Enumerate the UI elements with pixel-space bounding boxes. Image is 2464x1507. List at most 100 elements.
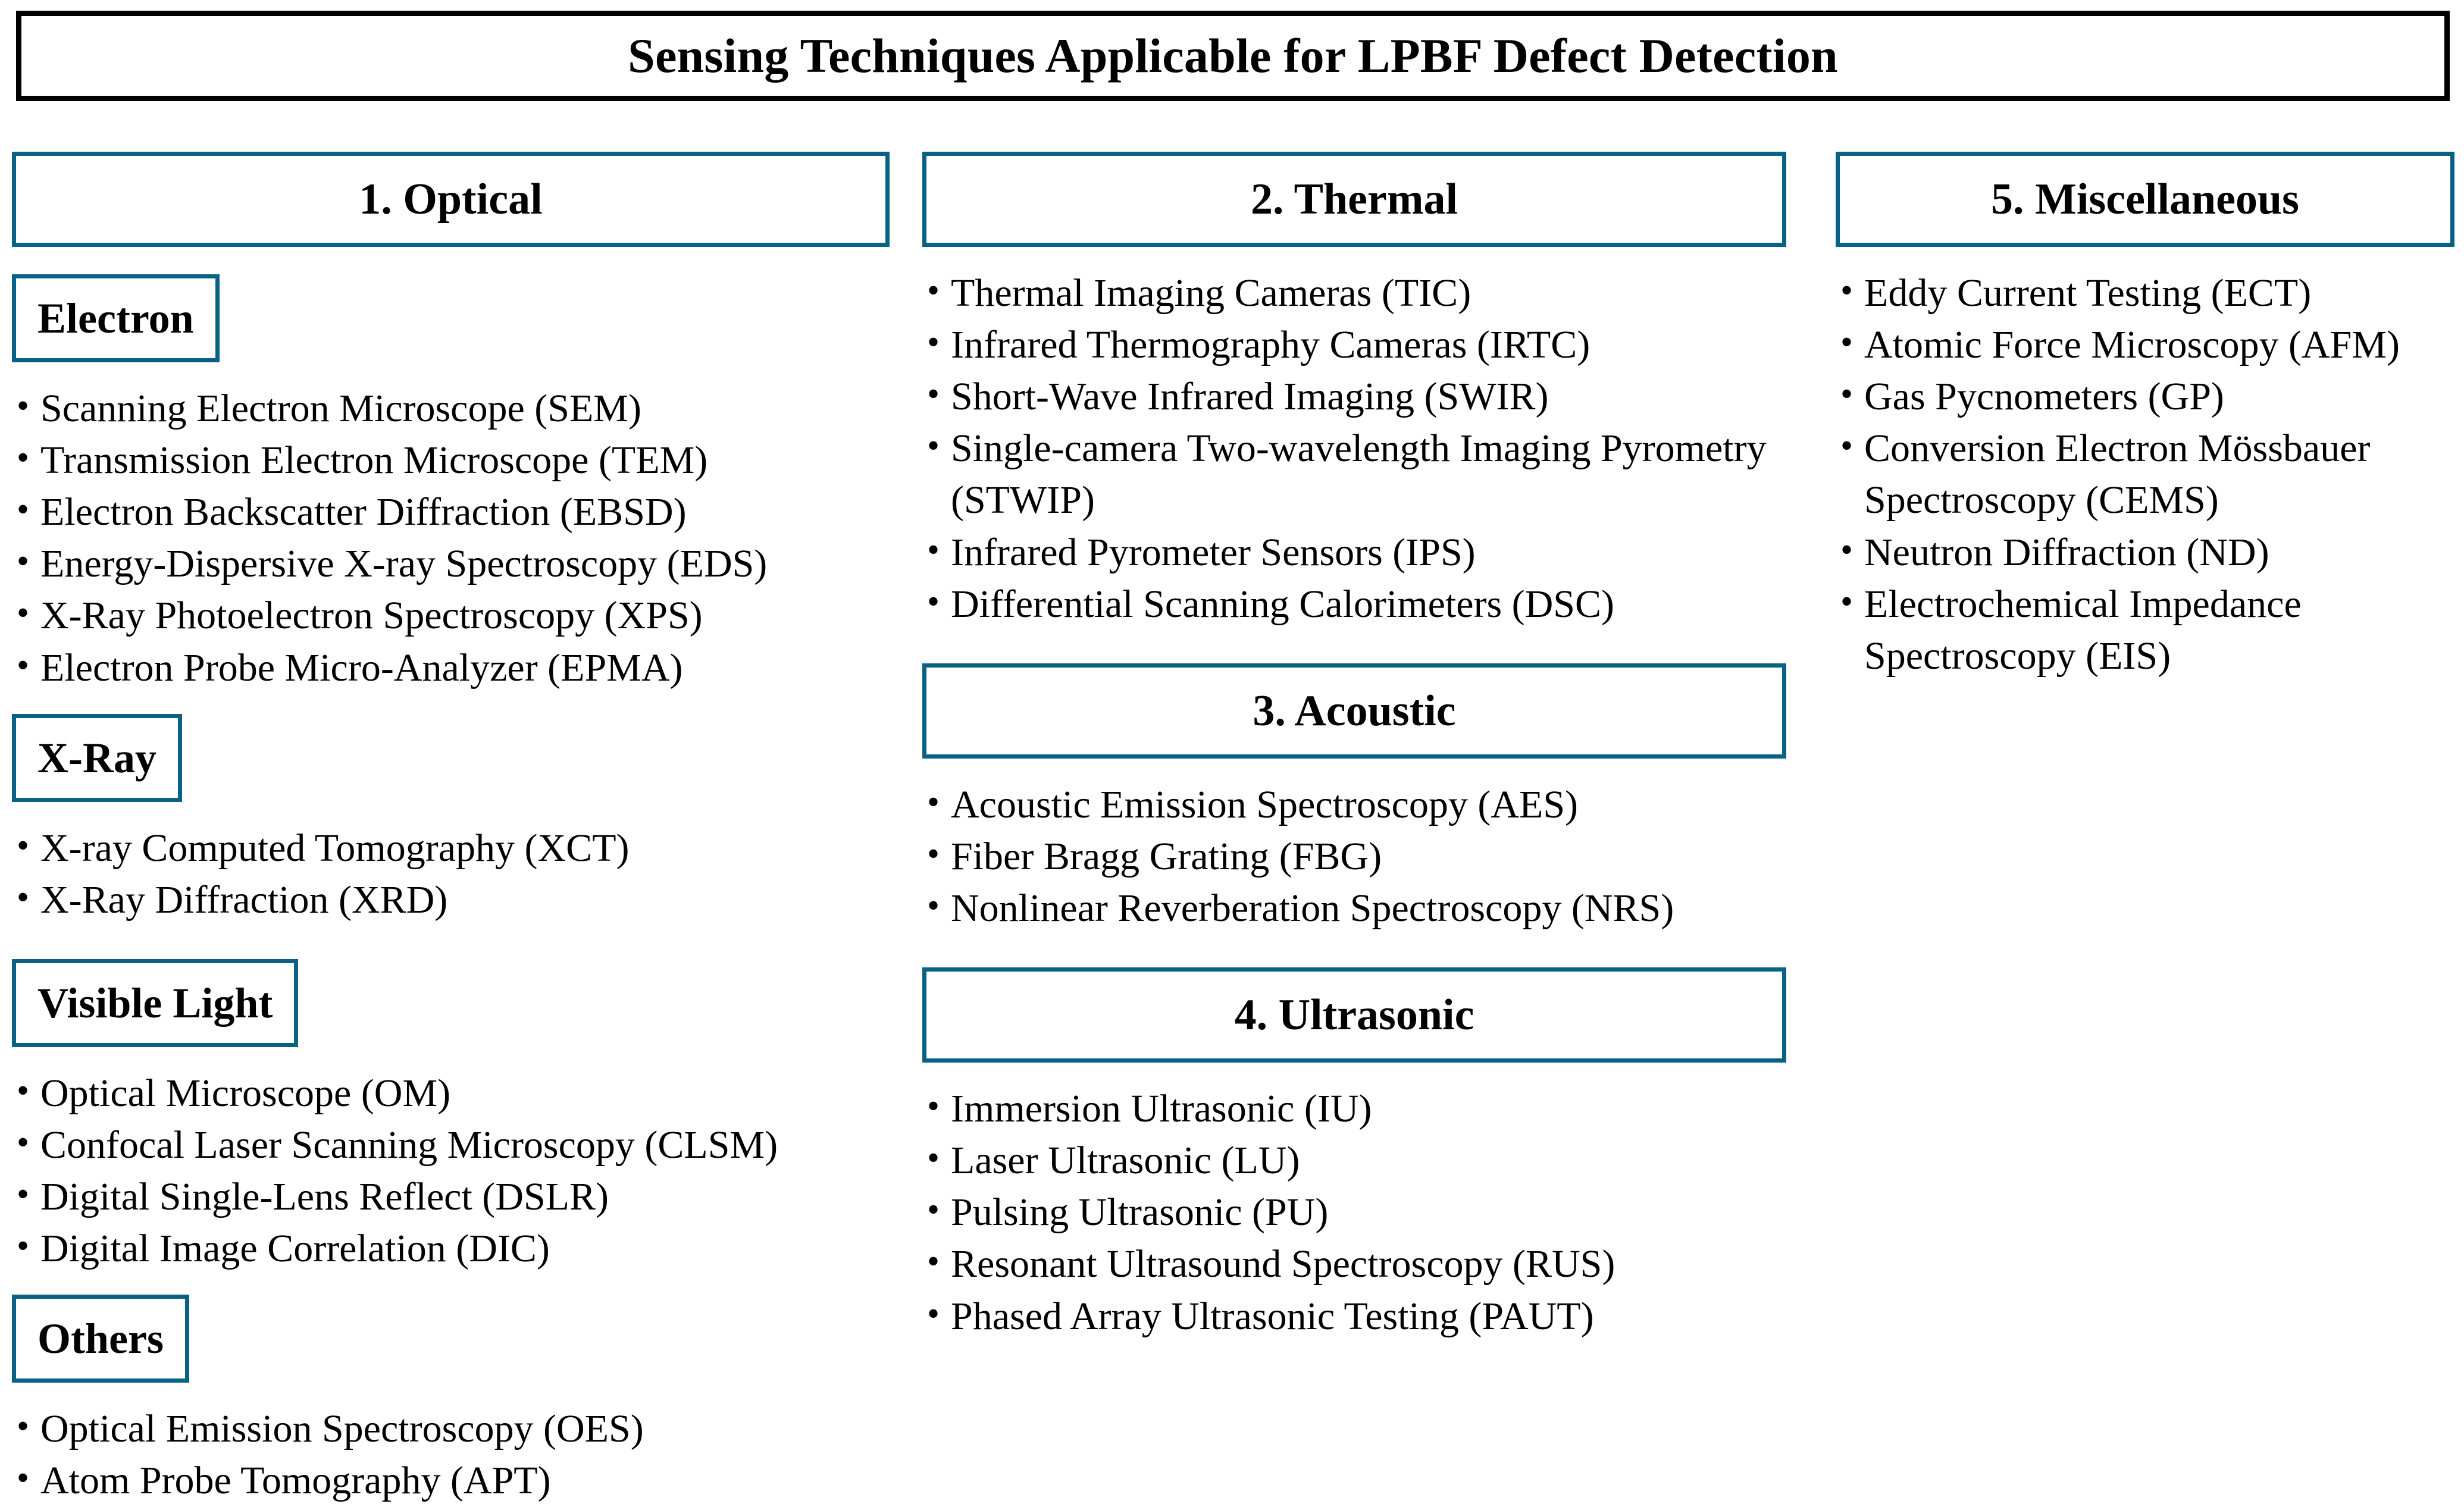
list-item[interactable]: •Energy-Dispersive X-ray Spectroscopy (E… <box>12 538 890 590</box>
bullet-icon: • <box>1840 581 1854 621</box>
list-item-label: Resonant Ultrasound Spectroscopy (RUS) <box>951 1242 1615 1286</box>
bullet-icon: • <box>1840 271 1854 310</box>
bullet-icon: • <box>1840 530 1854 569</box>
list-item-label: Phased Array Ultrasonic Testing (PAUT) <box>951 1294 1594 1338</box>
list-item[interactable]: •Electrochemical Impedance Spectroscopy … <box>1836 578 2454 682</box>
bullet-icon: • <box>17 825 30 865</box>
list-item[interactable]: •Fiber Bragg Grating (FBG) <box>922 831 1786 882</box>
category-header-optical[interactable]: 1. Optical <box>12 152 890 247</box>
list-item[interactable]: • Thermal Imaging Cameras (TIC) <box>922 267 1786 319</box>
category-title-miscellaneous: 5. Miscellaneous <box>1991 175 2299 224</box>
list-item-label: Immersion Ultrasonic (IU) <box>951 1087 1372 1131</box>
list-item-label: Energy-Dispersive X-ray Spectroscopy (ED… <box>40 542 768 586</box>
bullet-icon: • <box>1840 426 1854 466</box>
subgroup-xray: X-Ray <box>12 713 890 802</box>
list-item-label: Optical Microscope (OM) <box>40 1071 451 1115</box>
list-item[interactable]: • Short-Wave Infrared Imaging (SWIR) <box>922 371 1786 422</box>
bullet-icon: • <box>927 1293 940 1333</box>
list-item-label: Infrared Pyrometer Sensors (IPS) <box>951 530 1476 574</box>
list-item[interactable]: •Electron Probe Micro-Analyzer (EPMA) <box>12 642 890 694</box>
list-item[interactable]: •Laser Ultrasonic (LU) <box>922 1135 1786 1186</box>
tech-list-ultrasonic: • Immersion Ultrasonic (IU) •Laser Ultras… <box>922 1083 1786 1342</box>
list-item-label: Optical Emission Spectroscopy (OES) <box>40 1407 644 1451</box>
list-item-label: Differential Scanning Calorimeters (DSC) <box>951 582 1615 626</box>
list-item[interactable]: •Atomic Force Microscopy (AFM) <box>1836 319 2454 371</box>
list-item-label: Acoustic Emission Spectroscopy (AES) <box>951 782 1579 826</box>
tech-list-others: •Optical Emission Spectroscopy (OES) •At… <box>12 1403 890 1506</box>
bullet-icon: • <box>1840 322 1854 362</box>
list-item-label: Atom Probe Tomography (APT) <box>40 1459 551 1503</box>
list-item-label: X-ray Computed Tomography (XCT) <box>40 826 630 870</box>
list-item[interactable]: • Differential Scanning Calorimeters (DSC… <box>922 578 1786 630</box>
list-item[interactable]: • Acoustic Emission Spectroscopy (AES) <box>922 779 1786 831</box>
list-item[interactable]: •Pulsing Ultrasonic (PU) <box>922 1186 1786 1238</box>
subgroup-header-others[interactable]: Others <box>12 1295 189 1383</box>
bullet-icon: • <box>927 1138 940 1178</box>
list-item[interactable]: •Optical Microscope (OM) <box>12 1067 890 1119</box>
list-item-label: Eddy Current Testing (ECT) <box>1864 271 2312 315</box>
list-item-label: Confocal Laser Scanning Microscopy (CLSM… <box>40 1123 778 1167</box>
list-item-label: Electron Backscatter Diffraction (EBSD) <box>40 490 687 534</box>
list-item[interactable]: •Electron Backscatter Diffraction (EBSD) <box>12 486 890 538</box>
bullet-icon: • <box>927 1086 940 1126</box>
list-item-label: Transmission Electron Microscope (TEM) <box>40 438 708 483</box>
list-item-label: Atomic Force Microscopy (AFM) <box>1864 323 2400 367</box>
list-item-label: Short-Wave Infrared Imaging (SWIR) <box>951 375 1549 419</box>
list-item[interactable]: • Immersion Ultrasonic (IU) <box>922 1083 1786 1135</box>
list-item[interactable]: •Nonlinear Reverberation Spectroscopy (N… <box>922 882 1786 934</box>
list-item-label: Gas Pycnometers (GP) <box>1864 375 2224 419</box>
page-title: Sensing Techniques Applicable for LPBF D… <box>628 29 1838 83</box>
bullet-icon: • <box>17 1174 30 1214</box>
list-item[interactable]: •Digital Image Correlation (DIC) <box>12 1223 890 1274</box>
list-item[interactable]: •Infrared Thermography Cameras (IRTC) <box>922 319 1786 371</box>
tech-list-thermal: •Thermal Imaging Cameras (TIC) •Infrared… <box>922 267 1786 630</box>
list-item[interactable]: •Transmission Electron Microscope (TEM) <box>12 434 890 486</box>
column-optical: 1. Optical Electron •Scanning Electron M… <box>12 152 890 1507</box>
list-item-label: Digital Single-Lens Reflect (DSLR) <box>40 1175 609 1219</box>
subgroup-header-xray[interactable]: X-Ray <box>12 713 182 802</box>
list-item[interactable]: • Eddy Current Testing (ECT) <box>1836 267 2454 319</box>
category-header-miscellaneous[interactable]: 5. Miscellaneous <box>1836 152 2454 247</box>
bullet-icon: • <box>927 530 940 569</box>
subgroup-header-electron[interactable]: Electron <box>12 274 220 362</box>
subgroup-header-visible-light[interactable]: Visible Light <box>12 958 299 1047</box>
bullet-icon: • <box>17 386 30 425</box>
bullet-icon: • <box>1840 374 1854 414</box>
list-item-label: Pulsing Ultrasonic (PU) <box>951 1190 1329 1235</box>
list-item[interactable]: •Optical Emission Spectroscopy (OES) <box>12 1403 890 1455</box>
list-item[interactable]: •X-ray Computed Tomography (XCT) <box>12 822 890 874</box>
bullet-icon: • <box>17 593 30 633</box>
list-item-label: Nonlinear Reverberation Spectroscopy (NR… <box>951 886 1674 930</box>
list-item[interactable]: •Gas Pycnometers (GP) <box>1836 371 2454 422</box>
bullet-icon: • <box>927 782 940 822</box>
list-item[interactable]: •Resonant Ultrasound Spectroscopy (RUS) <box>922 1238 1786 1290</box>
list-item-label: Single-camera Two-wavelength Imaging Pyr… <box>951 427 1767 522</box>
list-item[interactable]: •Digital Single-Lens Reflect (DSLR) <box>12 1171 890 1223</box>
list-item[interactable]: • Phased Array Ultrasonic Testing (PAUT) <box>922 1290 1786 1342</box>
bullet-icon: • <box>17 1406 30 1446</box>
list-item[interactable]: • Infrared Pyrometer Sensors (IPS) <box>922 527 1786 578</box>
tech-list-visible-light: •Optical Microscope (OM) •Confocal Laser… <box>12 1067 890 1274</box>
bullet-icon: • <box>927 271 940 310</box>
list-item[interactable]: •Neutron Diffraction (ND) <box>1836 527 2454 578</box>
list-item[interactable]: • Single-camera Two-wavelength Imaging Py… <box>922 422 1786 526</box>
list-item[interactable]: •Conversion Electron Mössbauer Spectrosc… <box>1836 422 2454 526</box>
list-item[interactable]: •Atom Probe Tomography (APT) <box>12 1455 890 1506</box>
column-miscellaneous: 5. Miscellaneous •Eddy Current Testing (… <box>1836 152 2454 682</box>
category-title-acoustic: 3. Acoustic <box>1253 686 1456 735</box>
category-header-ultrasonic[interactable]: 4. Ultrasonic <box>922 967 1786 1063</box>
list-item[interactable]: •Confocal Laser Scanning Microscopy (CLS… <box>12 1119 890 1171</box>
list-item[interactable]: •Scanning Electron Microscope (SEM) <box>12 383 890 434</box>
list-item-label: Conversion Electron Mössbauer Spectrosco… <box>1864 427 2371 522</box>
list-item[interactable]: •X-Ray Diffraction (XRD) <box>12 874 890 926</box>
subgroup-electron: Electron <box>12 274 890 362</box>
category-header-thermal[interactable]: 2. Thermal <box>922 152 1786 247</box>
list-item-label: Thermal Imaging Cameras (TIC) <box>951 271 1471 315</box>
list-item[interactable]: •X-Ray Photoelectron Spectroscopy (XPS) <box>12 590 890 641</box>
bullet-icon: • <box>17 541 30 581</box>
bullet-icon: • <box>927 581 940 621</box>
category-header-acoustic[interactable]: 3. Acoustic <box>922 663 1786 759</box>
bullet-icon: • <box>927 374 940 414</box>
bullet-icon: • <box>927 426 940 466</box>
tech-list-xray: •X-ray Computed Tomography (XCT) •X-Ray … <box>12 822 890 926</box>
